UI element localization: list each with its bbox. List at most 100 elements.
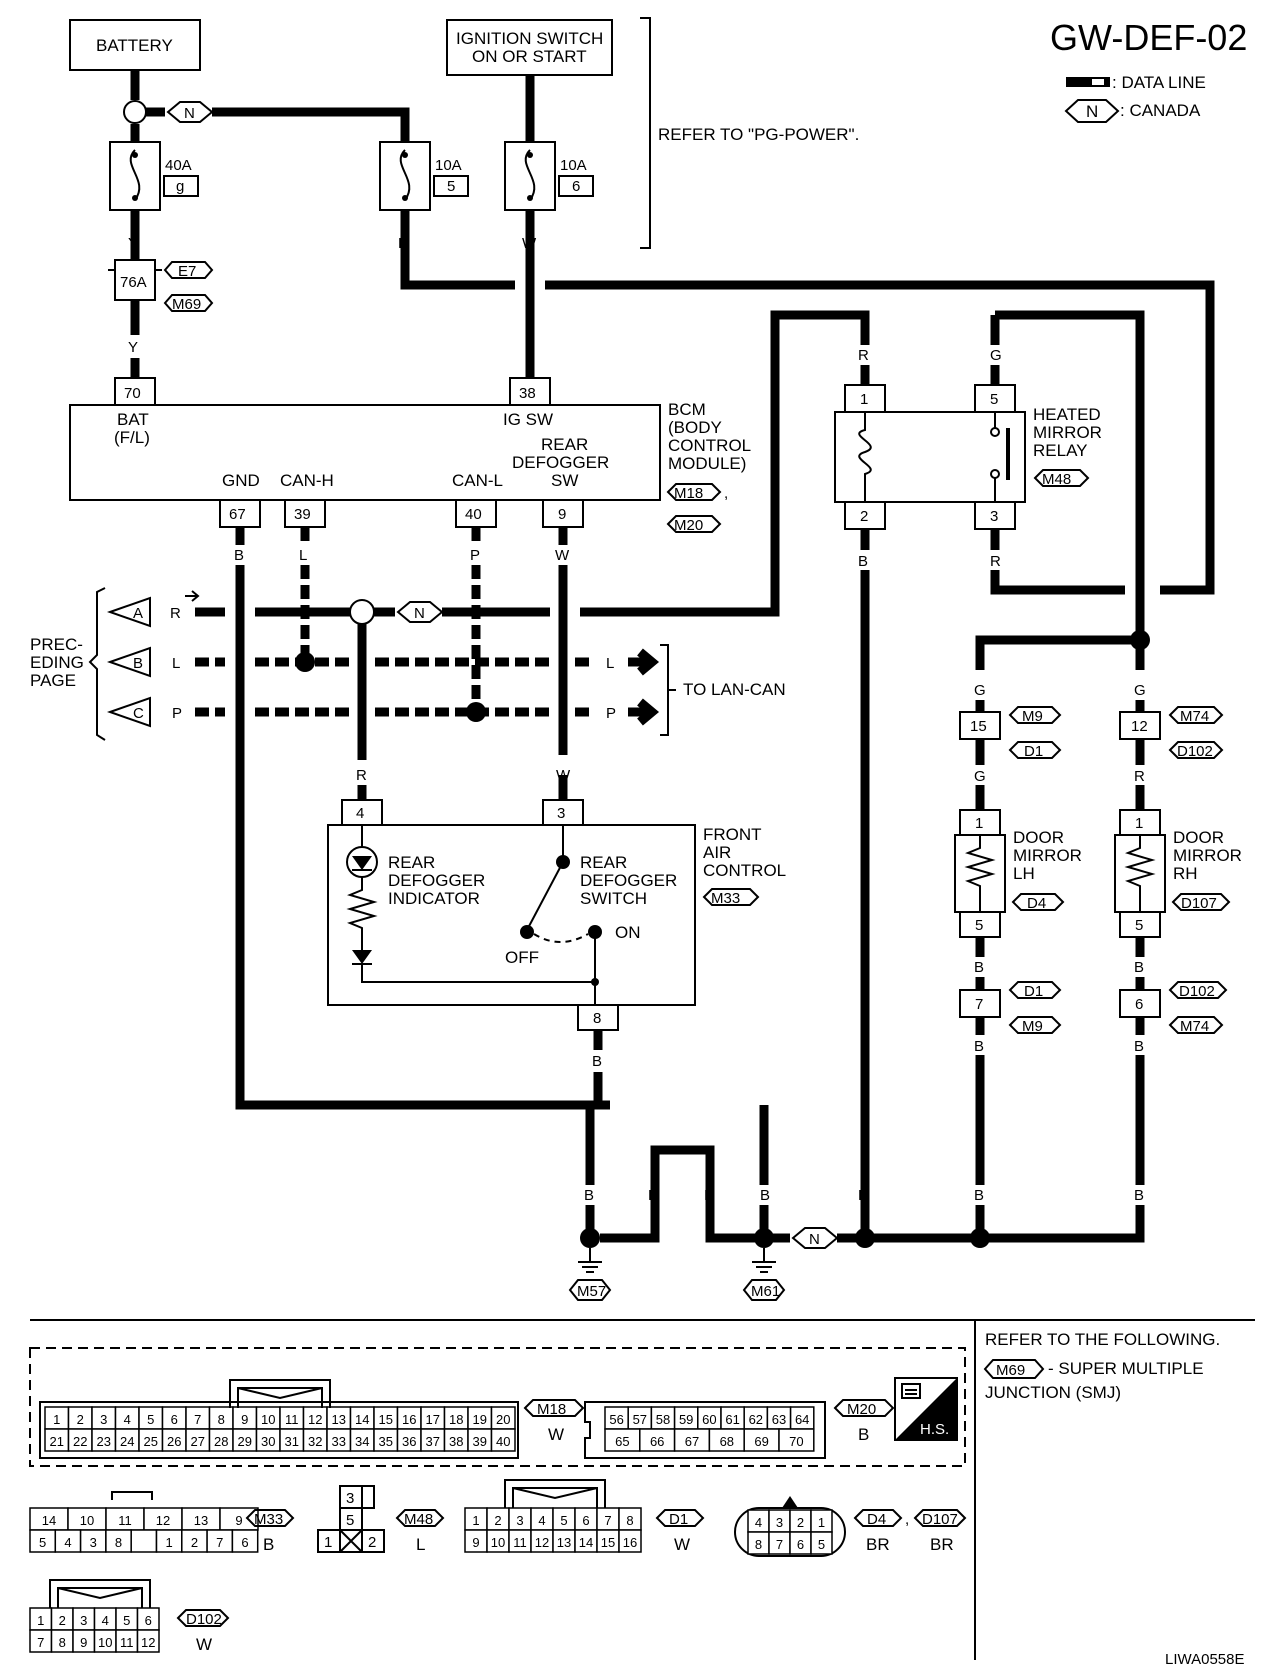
svg-text:(F/L): (F/L) <box>114 428 150 447</box>
svg-text:D1: D1 <box>1024 743 1043 760</box>
svg-text:M18: M18 <box>537 1401 566 1418</box>
canada-mark-battery: N <box>184 105 195 122</box>
fuse-10a-5: 10A 5 <box>379 141 469 211</box>
pin-label: 20 <box>496 1412 510 1427</box>
pin-label: 27 <box>191 1434 205 1449</box>
pin-label: 10 <box>80 1513 94 1528</box>
svg-text:DOOR: DOOR <box>1173 828 1224 847</box>
pin-label: 12 <box>535 1535 549 1550</box>
bcm-conn-m18: M18 <box>674 485 703 502</box>
pin-label: 12 <box>156 1513 170 1528</box>
pin-label: 3 <box>90 1535 97 1550</box>
svg-text:D102: D102 <box>186 1611 222 1628</box>
pin-label: 5 <box>818 1537 825 1552</box>
svg-text:6: 6 <box>1135 996 1143 1013</box>
svg-text:G: G <box>974 768 986 785</box>
svg-text:6: 6 <box>572 178 580 195</box>
pin-label: 37 <box>426 1434 440 1449</box>
svg-text:B: B <box>1134 1038 1144 1055</box>
svg-text:M74: M74 <box>1180 1018 1209 1035</box>
mirror-lh-conn-15: 15 <box>959 711 1001 740</box>
pin-label: 69 <box>754 1434 768 1449</box>
pin-label: 28 <box>214 1434 228 1449</box>
pin-label: 18 <box>449 1412 463 1427</box>
svg-text:40: 40 <box>465 506 482 523</box>
fac-title-1: FRONT <box>703 825 762 844</box>
svg-text:B: B <box>263 1535 274 1554</box>
svg-text:M33: M33 <box>254 1511 283 1528</box>
defogger-switch <box>520 825 602 1005</box>
svg-text:R: R <box>356 767 367 784</box>
m33-pin <box>130 1529 158 1553</box>
pin-label: 16 <box>623 1535 637 1550</box>
connector-m18-frame <box>39 1401 519 1459</box>
relay-pin-5: 5 <box>974 384 1016 413</box>
svg-text:H.S.: H.S. <box>920 1421 949 1438</box>
pin-label: 2 <box>59 1613 66 1628</box>
pin-label: 6 <box>241 1535 248 1550</box>
pin-label: 11 <box>513 1535 527 1550</box>
svg-text:D4: D4 <box>867 1511 886 1528</box>
pin-label: 11 <box>120 1635 134 1650</box>
mirror-rh-conn-6: 6 <box>1119 989 1161 1018</box>
svg-text:1: 1 <box>324 1534 332 1551</box>
pin-label: 6 <box>582 1513 589 1528</box>
svg-text:M9: M9 <box>1022 708 1043 725</box>
fusible-link <box>114 259 156 301</box>
svg-text:B: B <box>974 959 984 976</box>
svg-text:BR: BR <box>930 1535 954 1554</box>
pin-label: 60 <box>702 1412 716 1427</box>
fac-title-2: AIR <box>703 843 731 862</box>
svg-text:REAR: REAR <box>388 853 435 872</box>
defogger-indicator-lamp <box>346 825 595 983</box>
bcm-title-1: BCM <box>668 400 706 419</box>
svg-text:R: R <box>858 347 869 364</box>
svg-text:MIRROR: MIRROR <box>1013 846 1082 865</box>
d4-pin <box>810 1531 833 1555</box>
pin-label: 7 <box>776 1537 783 1552</box>
svg-text:M48: M48 <box>404 1511 433 1528</box>
svg-text:1: 1 <box>975 815 983 832</box>
pin-label: 12 <box>141 1635 155 1650</box>
pin-label: 58 <box>656 1412 670 1427</box>
pin-label: 56 <box>609 1412 623 1427</box>
svg-text:RH: RH <box>1173 864 1198 883</box>
pin-label: 7 <box>216 1535 223 1550</box>
svg-text:B: B <box>592 1053 602 1070</box>
pin-label: 2 <box>77 1412 84 1427</box>
svg-text:P: P <box>470 547 480 564</box>
pin-label: 3 <box>80 1613 87 1628</box>
svg-text:39: 39 <box>294 506 311 523</box>
svg-text:G: G <box>990 347 1002 364</box>
pin-label: 39 <box>473 1434 487 1449</box>
svg-text:2: 2 <box>860 508 868 525</box>
bcm-pin-38: 38 <box>509 377 551 406</box>
relay-pin-1: 1 <box>844 384 886 413</box>
pin-label: 3 <box>776 1515 783 1530</box>
pin-label: 57 <box>633 1412 647 1427</box>
svg-text:L: L <box>172 655 180 672</box>
svg-text:W: W <box>556 767 571 784</box>
svg-text:INDICATOR: INDICATOR <box>388 889 480 908</box>
mirror-rh: 1 5 <box>1114 809 1166 938</box>
pin-label: 30 <box>261 1434 275 1449</box>
pin-label: 29 <box>238 1434 252 1449</box>
svg-text:M20: M20 <box>847 1401 876 1418</box>
pin-label: 15 <box>601 1535 615 1550</box>
pin-label: 4 <box>755 1515 762 1530</box>
svg-text:B: B <box>234 547 244 564</box>
svg-text:SWITCH: SWITCH <box>580 889 647 908</box>
pin-label: 67 <box>685 1434 699 1449</box>
bcm-pin-40: 40 <box>455 499 497 528</box>
svg-text:DOOR: DOOR <box>1013 828 1064 847</box>
svg-text:9: 9 <box>558 506 566 523</box>
svg-text:N: N <box>809 1231 820 1248</box>
relay-title-1: HEATED <box>1033 405 1101 424</box>
svg-text:M61: M61 <box>751 1283 780 1300</box>
svg-text:,: , <box>905 1511 909 1528</box>
svg-text:DEFOGGER: DEFOGGER <box>388 871 485 890</box>
svg-text:M9: M9 <box>1022 1018 1043 1035</box>
pin-label: 7 <box>194 1412 201 1427</box>
pin-label: 17 <box>426 1412 440 1427</box>
svg-text:1: 1 <box>860 391 868 408</box>
